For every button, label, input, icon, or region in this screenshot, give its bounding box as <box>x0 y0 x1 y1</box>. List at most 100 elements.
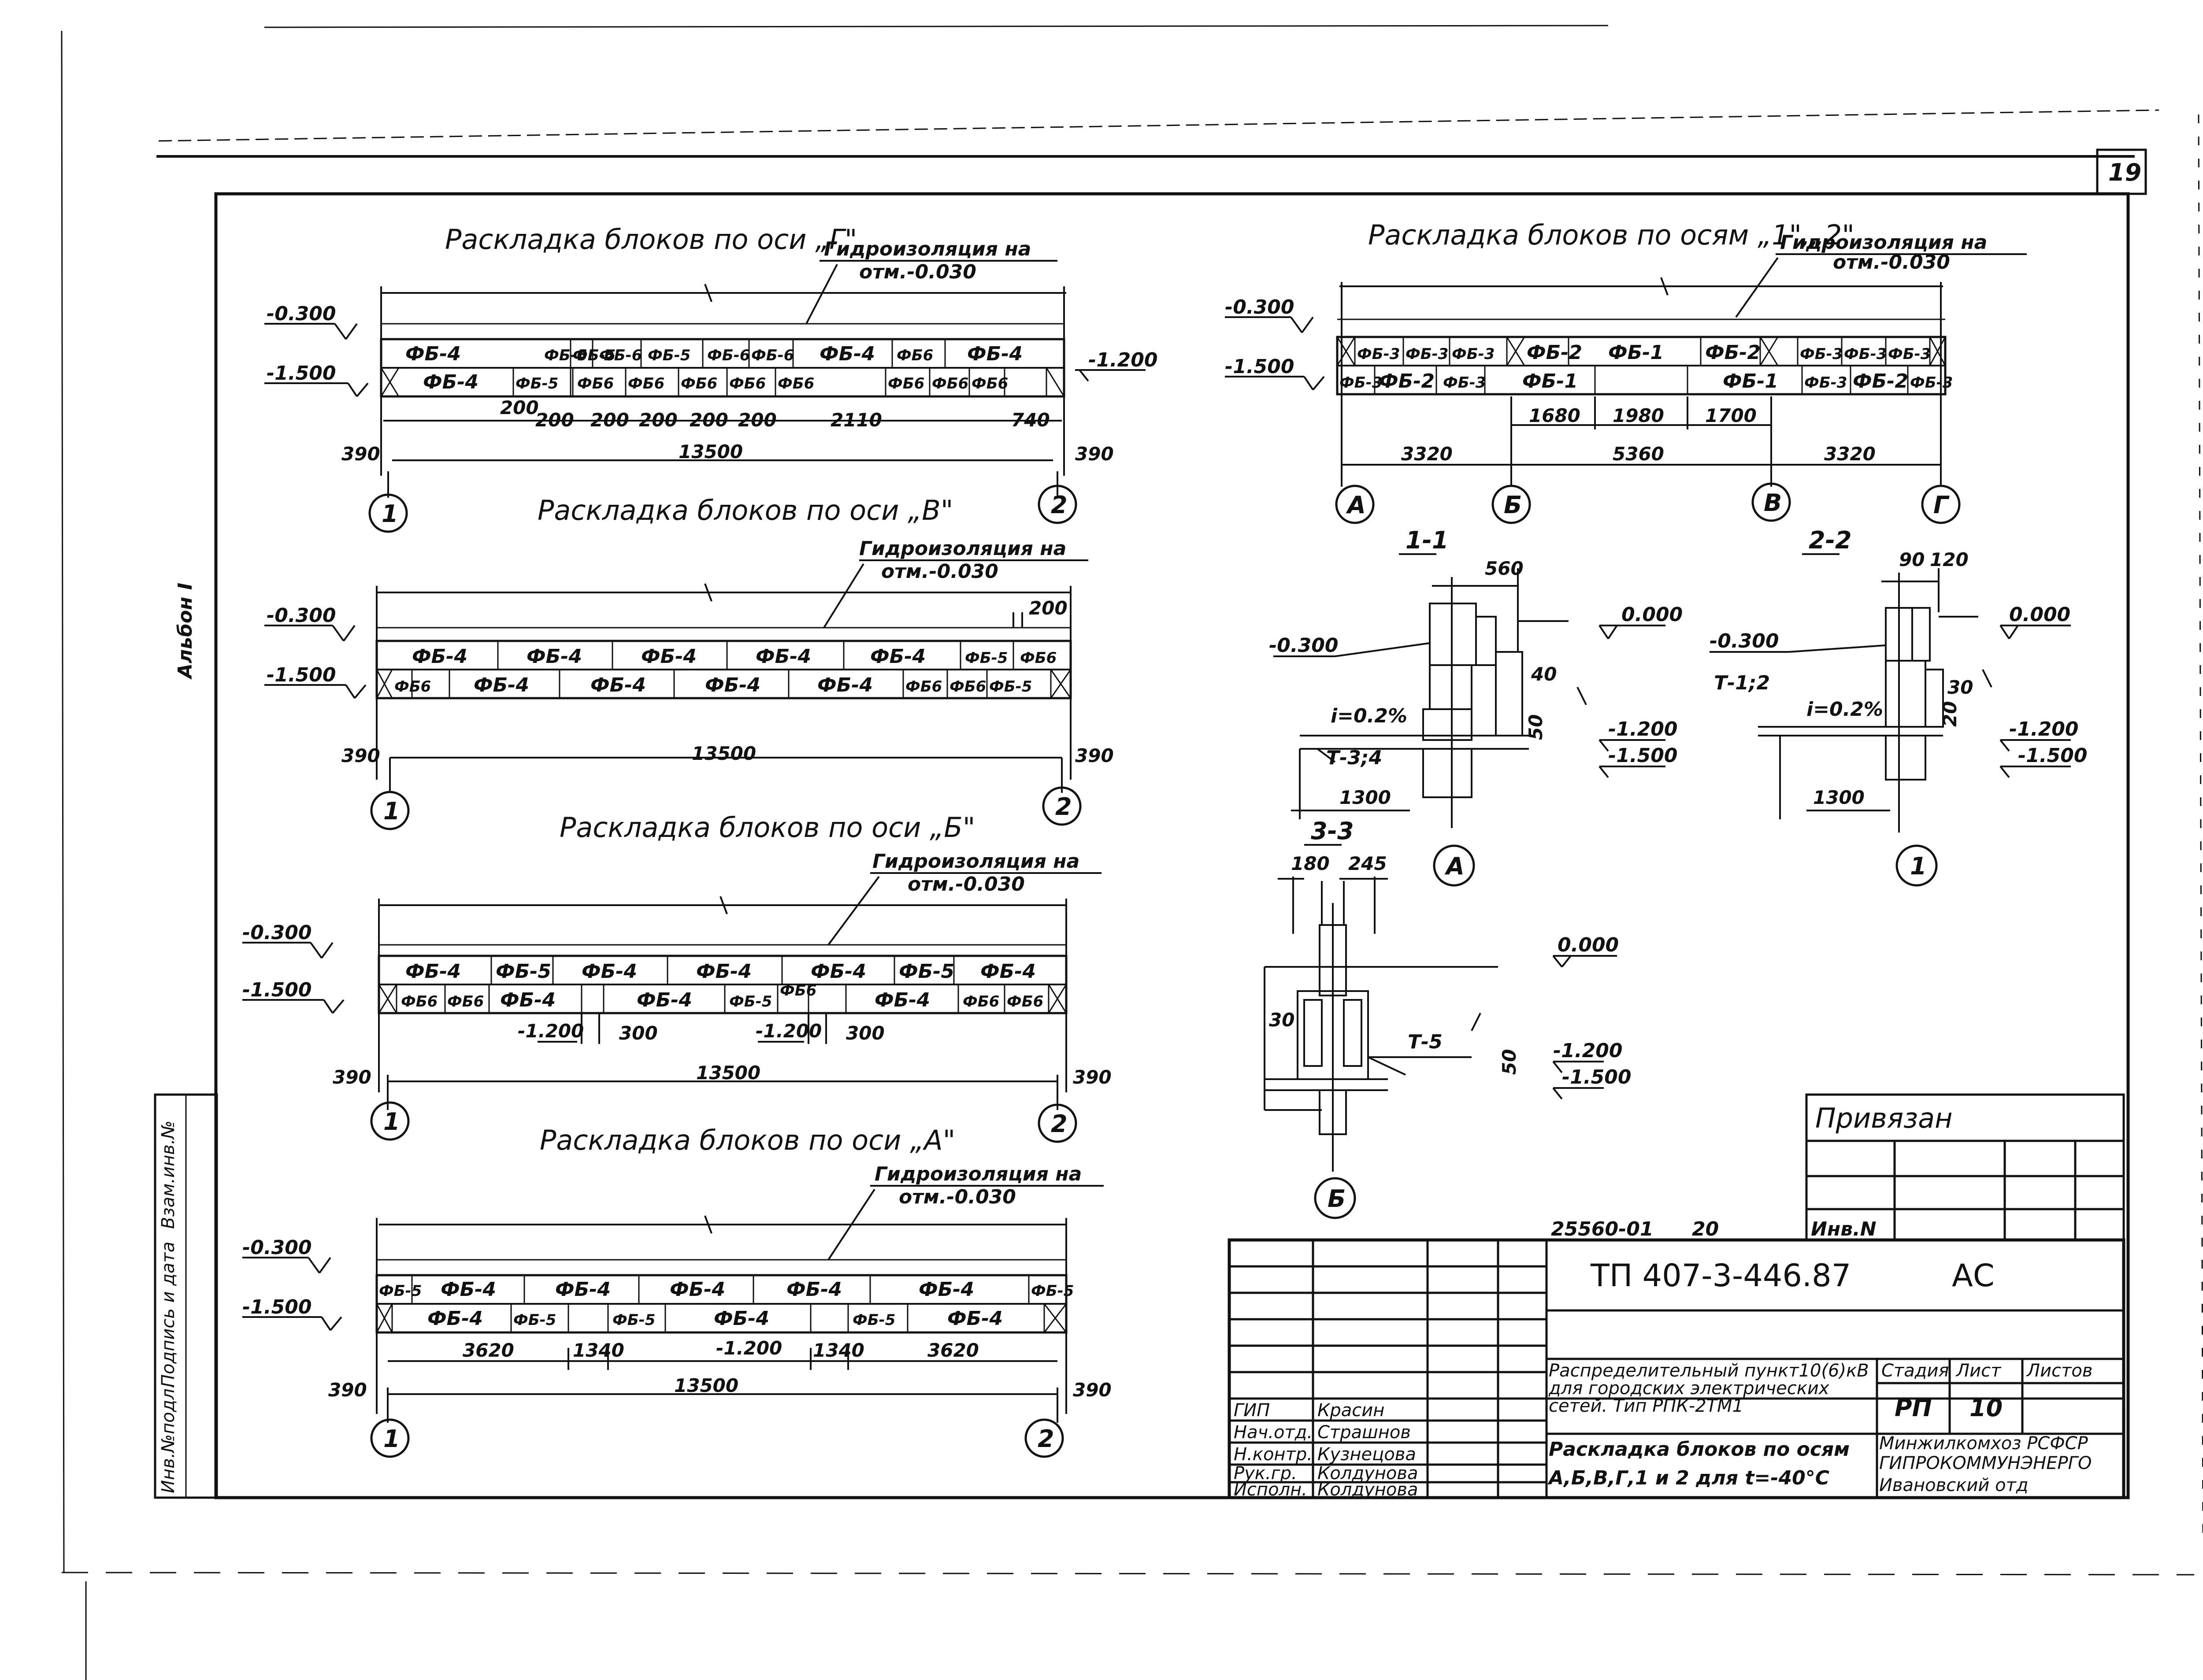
block-label: ФБ-4 <box>441 1278 496 1301</box>
component-label: Т-5 <box>1408 1031 1443 1053</box>
staff-role: Нач.отд. <box>1234 1422 1313 1443</box>
block-label: ФБ-4 <box>637 989 692 1011</box>
block-label: ФБ-5 <box>853 1311 895 1329</box>
section-dim: 90 <box>1899 549 1925 570</box>
staff-name: Страшнов <box>1317 1422 1411 1443</box>
block-label: ФБ-4 <box>590 674 646 696</box>
section-title: 3-3 <box>1311 817 1354 845</box>
block-label: ФБ-4 <box>641 645 697 668</box>
axis-bubble <box>1491 485 1531 524</box>
block-label: ФБ-4 <box>405 343 461 365</box>
waterproof-label: Гидроизоляция на <box>824 238 1031 260</box>
dim-inner: 200 <box>639 409 678 431</box>
axis-label: Г <box>1933 491 1950 519</box>
block-label: ФБ-5 <box>899 960 954 983</box>
staff-name: Красин <box>1317 1400 1384 1421</box>
block-label: ФБ-4 <box>919 1278 974 1301</box>
section-dim: 120 <box>1930 549 1969 570</box>
dim-left: 390 <box>341 443 380 465</box>
project-desc: сетей. Тип РПК-2ТМ1 <box>1549 1396 1743 1416</box>
staff-name: Кузнецова <box>1317 1444 1416 1465</box>
block-label: ФБ-4 <box>500 989 556 1011</box>
dim-inner: -1.200 <box>756 1020 822 1042</box>
dim-outer: 5360 <box>1613 443 1664 465</box>
waterproof-label: Гидроизоляция на <box>875 1163 1082 1185</box>
waterproof-mark: отм.-0.030 <box>908 873 1025 896</box>
block-label: ФБ-5 <box>513 1311 556 1329</box>
dim-left: 390 <box>341 745 380 766</box>
block-label: ФБ6 <box>401 993 438 1010</box>
project-desc: для городских электрических <box>1548 1378 1829 1399</box>
level-mark: -1.200 <box>1088 349 1157 371</box>
dim-outer: 3320 <box>1401 443 1453 465</box>
sheets-label: Листов <box>2026 1361 2092 1381</box>
album-side-label: Альбон I <box>174 583 197 680</box>
block-label: ФБ6 <box>1020 649 1057 667</box>
block-label: ФБ-4 <box>811 960 866 983</box>
block-label: ФБ6 <box>780 982 816 999</box>
axis-bubble <box>1038 485 1077 524</box>
axis-bubble <box>370 1418 410 1458</box>
plan-axis-v: Раскладка блоков по оси „В" Гидроизоляци… <box>264 494 1114 830</box>
block-label: ФБ6 <box>949 678 986 696</box>
dim-left: 390 <box>333 1066 371 1088</box>
block-label: ФБ-5 <box>729 993 772 1010</box>
axis-label: 1 <box>382 500 398 528</box>
axis-label: А <box>1444 852 1465 880</box>
org-line: Ивановский отд <box>1879 1475 2029 1495</box>
dim-inner: 1340 <box>573 1340 624 1361</box>
block-label: ФБ-3 <box>1804 374 1847 392</box>
block-label: ФБ-5 <box>648 347 690 364</box>
block-label: ФБ-4 <box>820 343 875 365</box>
axis-label: 1 <box>383 1108 400 1136</box>
section-dim: 245 <box>1348 853 1387 874</box>
axis-bubble <box>1335 485 1375 524</box>
block-label: ФБ-3 <box>1910 374 1953 392</box>
axis-bubble <box>368 493 408 533</box>
dim-right: 390 <box>1075 745 1114 766</box>
axis-label: Б <box>1504 491 1522 519</box>
block-label: ФБ-5 <box>965 649 1008 667</box>
level-mark: -0.300 <box>1710 630 1779 652</box>
block-label: ФБ-3 <box>1443 374 1486 392</box>
sheet-desc: Раскладка блоков по осям <box>1549 1438 1850 1461</box>
level-mark: -1.500 <box>2018 744 2087 767</box>
project-desc: Распределительный пункт10(6)кВ <box>1549 1361 1869 1381</box>
block-label: ФБ6 <box>729 375 766 392</box>
block-label: ФБ6 <box>897 347 933 364</box>
block-label: ФБ-4 <box>427 1307 483 1330</box>
section-dim: 50 <box>1525 714 1547 740</box>
block-label: ФБ-2 <box>1527 341 1582 364</box>
block-label: ФБ-5 <box>989 678 1032 696</box>
level-mark: 0.000 <box>1558 934 1619 956</box>
section-2-2: 2-2 1 90 120 30 20 1300 0. <box>1710 526 2087 887</box>
side-stamp-2: Подпись и дата <box>158 1242 178 1388</box>
axis-bubble <box>1038 1103 1077 1143</box>
level-mark: -0.300 <box>242 921 312 944</box>
plan-title: Раскладка блоков по оси „Г" <box>445 223 857 255</box>
order-sheet: 20 <box>1692 1218 1719 1240</box>
block-label: ФБ-5 <box>573 347 616 364</box>
level-mark: 0.000 <box>1621 603 1683 626</box>
axis-label: Б <box>1328 1185 1346 1213</box>
axis-label: В <box>1764 489 1782 517</box>
block-label: ФБ6 <box>963 993 999 1010</box>
block-label: ФБ6 <box>577 375 614 392</box>
dim-inner: 200 <box>738 409 777 431</box>
section-dim: 1300 <box>1813 787 1865 808</box>
block-label: ФБ6 <box>905 678 942 696</box>
dim-inner: 200 <box>590 409 629 431</box>
waterproof-mark: отм.-0.030 <box>899 1186 1016 1208</box>
level-mark: -0.300 <box>1269 634 1338 657</box>
dim-inner: -1.200 <box>518 1020 584 1042</box>
dim-right: 390 <box>1073 1066 1112 1088</box>
order-number: 25560-01 <box>1551 1218 1654 1240</box>
dim-outer: 3320 <box>1824 443 1876 465</box>
block-label: ФБ6 <box>1007 993 1043 1010</box>
axis-label: 1 <box>383 797 400 825</box>
dim-inner: 1340 <box>813 1340 864 1361</box>
axis-label: 1 <box>1910 852 1927 880</box>
block-label: ФБ-1 <box>1608 341 1664 364</box>
stage-value: РП <box>1895 1394 1932 1422</box>
